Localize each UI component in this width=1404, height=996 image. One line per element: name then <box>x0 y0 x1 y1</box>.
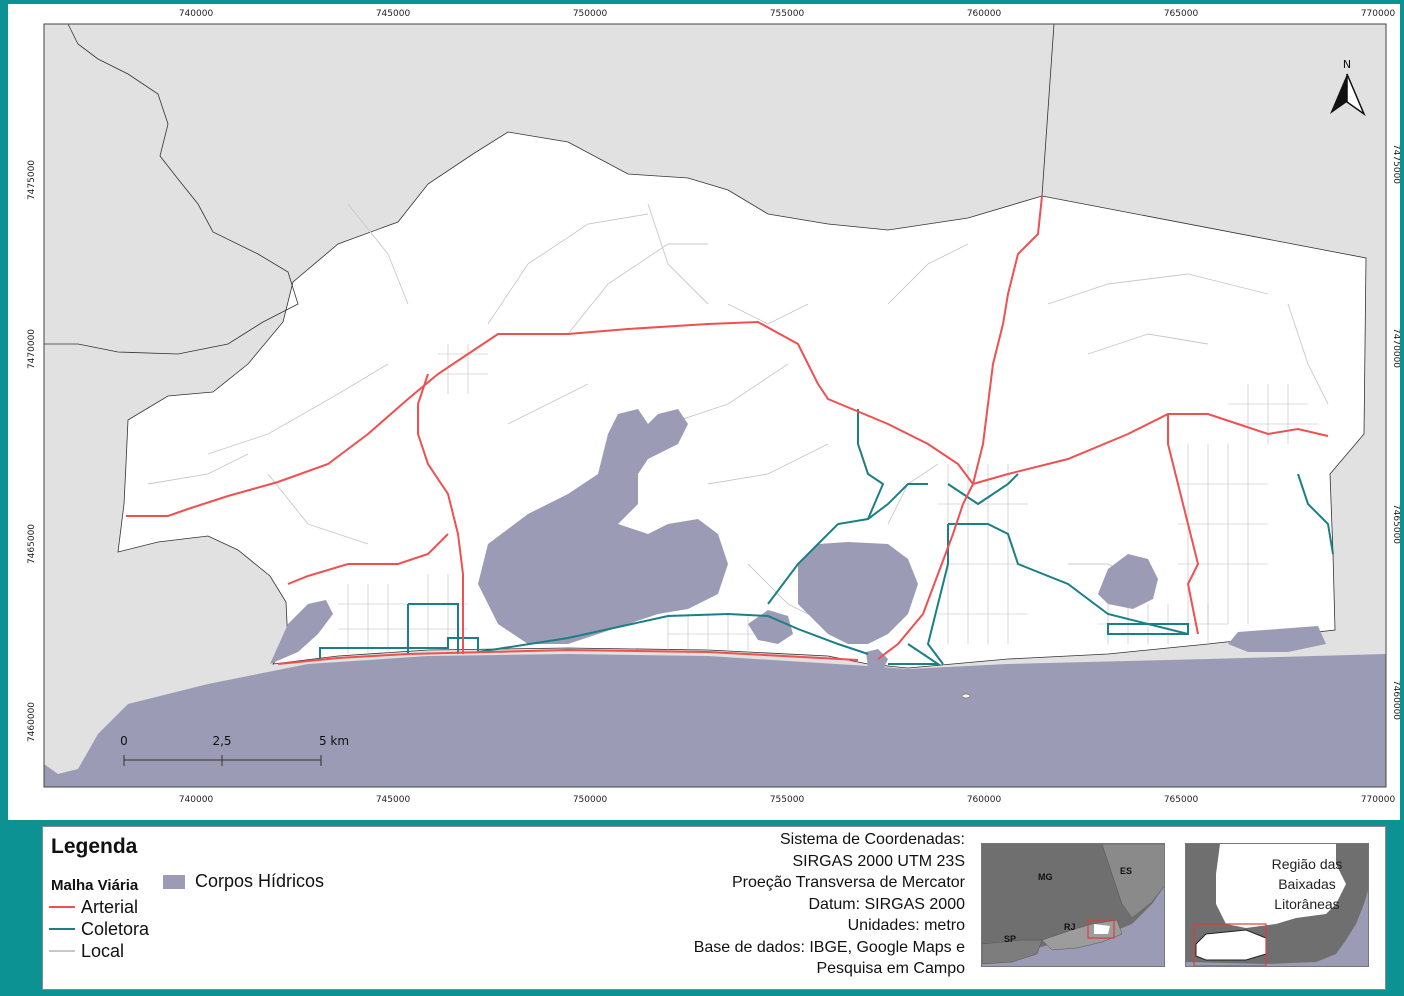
neighbor-boundary-north <box>1041 23 1055 197</box>
x-tick: 755000 <box>770 795 805 805</box>
y-tick: 7460000 <box>1391 680 1400 720</box>
inset-region-label: Região das Baixadas Litorâneas <box>1252 854 1362 914</box>
water-bodies <box>270 409 1326 670</box>
inset-map-region: Região das Baixadas Litorâneas <box>1185 843 1369 967</box>
legend-panel: Legenda Malha Viária Arterial Coletora L… <box>42 826 1386 990</box>
x-tick: 760000 <box>967 9 1002 19</box>
x-tick: 740000 <box>179 795 214 805</box>
region-label-line: Baixadas <box>1278 876 1336 892</box>
x-tick: 760000 <box>967 795 1002 805</box>
map-svg: 740000 745000 750000 755000 760000 76500… <box>27 9 1400 805</box>
inset-state-label: RJ <box>1064 922 1076 932</box>
y-ticks-left: 7475000 7470000 7465000 7460000 <box>27 160 37 742</box>
water-swatch <box>163 874 185 889</box>
x-tick: 740000 <box>179 9 214 19</box>
x-tick: 765000 <box>1164 9 1199 19</box>
y-tick: 7465000 <box>27 524 37 564</box>
x-tick: 770000 <box>1361 9 1396 19</box>
metadata-line: SIRGAS 2000 UTM 23S <box>792 852 965 870</box>
x-tick: 770000 <box>1361 795 1396 805</box>
metadata-line: Base de dados: IBGE, Google Maps e <box>693 938 965 956</box>
metadata-line: Pesquisa em Campo <box>816 960 965 977</box>
scale-label: 0 <box>120 734 128 748</box>
inset-state-label: SP <box>1004 934 1016 944</box>
region-label-line: Região das <box>1271 856 1343 872</box>
inset-map-states: MG ES RJ SP <box>981 843 1165 967</box>
x-ticks-bottom: 740000 745000 750000 755000 760000 76500… <box>179 795 1396 805</box>
arterial-swatch <box>49 906 75 908</box>
legend-title: Legenda <box>51 835 138 858</box>
inset-states-svg: MG ES RJ SP <box>982 844 1164 966</box>
x-tick: 745000 <box>376 9 411 19</box>
x-tick: 765000 <box>1164 795 1199 805</box>
y-ticks-right: 7475000 7470000 7465000 7460000 <box>1391 144 1400 720</box>
legend-item-label: Arterial <box>81 896 139 917</box>
map-frame: 740000 745000 750000 755000 760000 76500… <box>8 4 1400 820</box>
scale-bar: 0 2,5 5 km <box>120 734 349 766</box>
legend-item-local: Local <box>49 941 124 961</box>
legend-item-label: Coletora <box>81 918 150 939</box>
y-tick: 7475000 <box>1391 144 1400 184</box>
inset-state-label: ES <box>1120 866 1132 876</box>
x-tick: 755000 <box>770 9 805 19</box>
water-label: Corpos Hídricos <box>195 871 325 891</box>
neighbor-boundary-west <box>44 23 299 355</box>
legend-item-water: Corpos Hídricos <box>163 871 324 892</box>
y-tick: 7470000 <box>27 329 37 369</box>
local-swatch <box>49 950 75 952</box>
sea <box>44 654 1386 787</box>
metadata-line: Sistema de Coordenadas: <box>780 831 965 848</box>
island <box>961 693 971 699</box>
metadata-line: Proeção Transversa de Mercator <box>732 874 965 891</box>
legend-item-coletora: Coletora <box>49 919 149 939</box>
collector-roads <box>319 409 1334 665</box>
north-arrow-icon: N <box>1330 58 1366 117</box>
north-label: N <box>1343 58 1351 71</box>
map-border <box>43 23 1387 788</box>
x-ticks-top: 740000 745000 750000 755000 760000 76500… <box>179 9 1396 19</box>
legend-subtitle: Malha Viária <box>51 877 139 894</box>
x-tick: 750000 <box>573 795 608 805</box>
coletora-swatch <box>49 928 75 930</box>
inset-highlight-box <box>1087 919 1115 939</box>
x-tick: 750000 <box>573 9 608 19</box>
metadata-line: Datum: SIRGAS 2000 <box>808 895 965 913</box>
scale-label: 5 km <box>319 734 349 748</box>
arterial-roads <box>126 195 1329 665</box>
y-tick: 7465000 <box>1391 504 1400 544</box>
scale-label: 2,5 <box>212 734 231 748</box>
legend-item-arterial: Arterial <box>49 897 138 917</box>
inset-state-label: MG <box>1038 872 1053 882</box>
y-tick: 7475000 <box>27 160 37 200</box>
y-tick: 7460000 <box>27 702 37 742</box>
inset-region-svg <box>1186 844 1368 966</box>
region-label-line: Litorâneas <box>1274 896 1340 912</box>
metadata-line: Unidades: metro <box>847 917 965 934</box>
y-tick: 7470000 <box>1391 328 1400 368</box>
legend-item-label: Local <box>81 940 125 961</box>
inset-highlight-box <box>1193 923 1267 966</box>
metadata-block: Sistema de Coordenadas: SIRGAS 2000 UTM … <box>694 829 965 980</box>
x-tick: 745000 <box>376 795 411 805</box>
municipality-area <box>117 131 1367 669</box>
